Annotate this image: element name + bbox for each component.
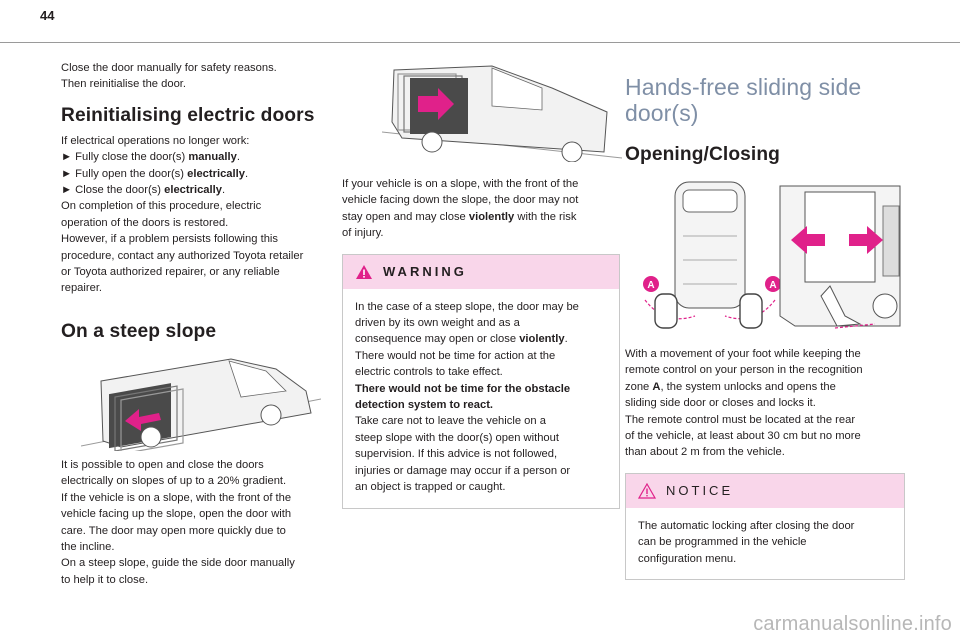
notice-line: can be programmed in the vehicle [638, 536, 807, 549]
warning-line: consequence may open or close violently. [355, 333, 568, 346]
slope-text: If your vehicle is on a slope, with the … [342, 178, 579, 190]
handsfree-desc: The remote control must be located at th… [625, 413, 856, 426]
steep-text: care. The door may open more quickly due… [61, 524, 286, 537]
opening-closing-heading: Opening/Closing [625, 144, 780, 165]
reinit-text: operation of the doors is restored. [61, 216, 229, 229]
column-left: Close the door manually for safety reaso… [61, 60, 331, 588]
handsfree-desc: remote control on your person in the rec… [625, 364, 863, 377]
notice-line: The automatic locking after closing the … [638, 519, 855, 532]
steep-text: the incline. [61, 540, 115, 553]
steep-text: electrically on slopes of up to a 20% gr… [61, 475, 287, 488]
reinit-heading: Reinitialising electric doors [61, 104, 315, 126]
reinit-text: However, if a problem persists following… [61, 233, 279, 246]
warning-line: an object is trapped or caught. [355, 481, 506, 494]
warning-line: There would not be time for the obstacle [355, 382, 571, 395]
column-middle: If your vehicle is on a slope, with the … [342, 62, 622, 509]
watermark: carmanualsonline.info [753, 613, 952, 635]
warning-body: In the case of a steep slope, the door m… [343, 289, 619, 508]
notice-header: NOTICE [626, 473, 904, 508]
intro-line: Then reinitialise the door. [61, 78, 187, 91]
notice-body: The automatic locking after closing the … [626, 508, 904, 579]
warning-line: steep slope with the door(s) open withou… [355, 431, 559, 444]
handsfree-desc: of the vehicle, at least about 30 cm but… [625, 430, 861, 443]
slope-text: vehicle facing down the slope, the door … [342, 194, 579, 207]
steep-text: On a steep slope, guide the side door ma… [61, 557, 295, 570]
notice-title: NOTICE [666, 483, 734, 499]
warning-box: WARNING In the case of a steep slope, th… [342, 253, 620, 509]
notice-box: NOTICE The automatic locking after closi… [625, 472, 905, 581]
column-right: Hands-free sliding side door(s) Opening/… [625, 62, 905, 581]
slope-text: of injury. [342, 227, 384, 240]
zone-a-left-label: A [647, 280, 654, 291]
handsfree-title: Hands-free sliding side door(s) [625, 74, 862, 126]
reinit-text: repairer. [61, 282, 103, 295]
steep-text: If the vehicle is on a slope, with the f… [61, 491, 292, 504]
warning-title: WARNING [383, 264, 467, 280]
intro-line: Close the door manually for safety reaso… [61, 62, 277, 74]
steep-text: to help it to close. [61, 573, 149, 586]
handsfree-illustration: A A [643, 181, 901, 329]
handsfree-desc: zone A, the system unlocks and opens the [625, 380, 836, 393]
warning-line: detection system to react. [355, 399, 494, 412]
warning-line: In the case of a steep slope, the door m… [355, 300, 579, 313]
step-item: ► Close the door(s) electrically. [61, 184, 226, 197]
warning-line: injuries or damage may occur if a person… [355, 464, 571, 477]
warning-triangle-icon [356, 264, 372, 279]
van-uphill-illustration [81, 358, 321, 451]
warning-line: Take care not to leave the vehicle on a [355, 415, 546, 428]
reinit-text: or Toyota authorized repairer, or any re… [61, 266, 280, 279]
reinit-text: On completion of this procedure, electri… [61, 200, 262, 213]
page-number: 44 [40, 8, 55, 23]
notice-line: configuration menu. [638, 552, 737, 565]
step-item: ► Fully open the door(s) electrically. [61, 167, 249, 180]
steep-text: It is possible to open and close the doo… [61, 458, 264, 471]
notice-triangle-icon [638, 482, 656, 499]
reinit-lead: If electrical operations no longer work: [61, 134, 250, 147]
van-downhill-illustration [382, 65, 622, 162]
steep-heading: On a steep slope [61, 320, 217, 342]
warning-line: supervision. If this advice is not follo… [355, 448, 558, 461]
zone-a-right-label: A [769, 280, 776, 291]
header-rule [0, 42, 960, 43]
handsfree-desc: than about 2 m from the vehicle. [625, 446, 785, 459]
reinit-text: procedure, contact any authorized Toyota… [61, 249, 304, 262]
slope-text: stay open and may close violently with t… [342, 210, 577, 223]
warning-line: driven by its own weight and as a [355, 317, 520, 330]
warning-line: There would not be time for action at th… [355, 349, 556, 362]
warning-line: electric controls to take effect. [355, 366, 503, 379]
handsfree-desc: sliding side door or closes and locks it… [625, 397, 816, 410]
step-item: ► Fully close the door(s) manually. [61, 151, 240, 164]
steep-text: vehicle facing up the slope, open the do… [61, 508, 292, 521]
handsfree-desc: With a movement of your foot while keepi… [625, 348, 861, 360]
warning-header: WARNING [343, 254, 619, 289]
